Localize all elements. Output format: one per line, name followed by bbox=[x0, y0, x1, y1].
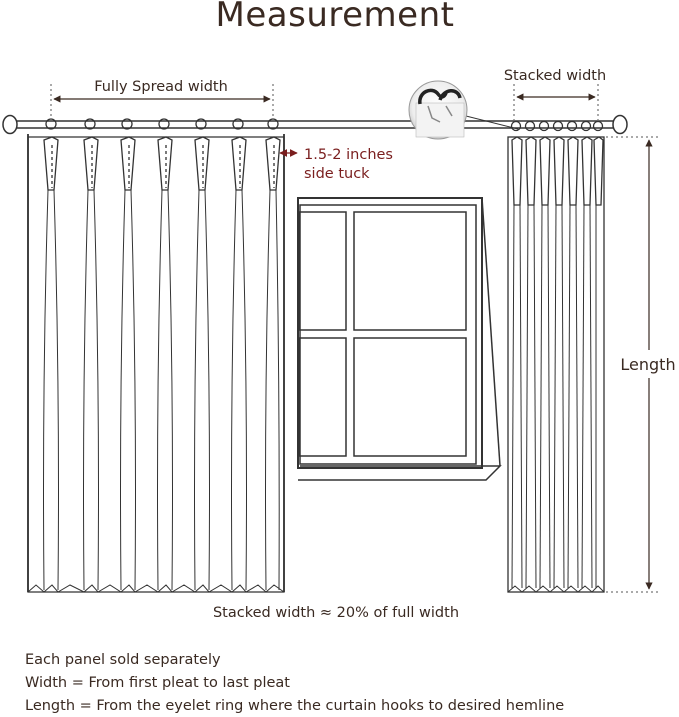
right-curtain-pleats bbox=[511, 136, 604, 206]
note-panel-sold-separately: Each panel sold separately bbox=[25, 652, 221, 668]
note-width-definition: Width = From first pleat to last pleat bbox=[25, 675, 290, 691]
length-dimension bbox=[606, 136, 679, 593]
window bbox=[297, 197, 502, 481]
hook-detail-inset bbox=[408, 80, 519, 140]
fully-spread-width-label: Fully Spread width bbox=[94, 79, 228, 95]
note-length-definition: Length = From the eyelet ring where the … bbox=[25, 698, 565, 714]
right-curtain-folds bbox=[511, 204, 597, 589]
left-curtain-panel bbox=[27, 118, 285, 593]
curtain-rod bbox=[2, 114, 628, 135]
right-curtain-panel bbox=[507, 120, 605, 593]
side-tuck-label-line2: side tuck bbox=[304, 166, 370, 182]
page-title: Measurement bbox=[216, 0, 455, 35]
stacked-ratio-label: Stacked width ≈ 20% of full width bbox=[213, 605, 459, 621]
length-label: Length bbox=[620, 355, 675, 374]
left-curtain-hooks bbox=[45, 118, 279, 130]
stacked-width-label: Stacked width bbox=[504, 68, 606, 84]
fully-spread-width-dimension bbox=[50, 84, 274, 118]
stacked-width-dimension bbox=[513, 84, 599, 120]
side-tuck-label-line1: 1.5-2 inches bbox=[304, 147, 393, 163]
right-curtain-hooks bbox=[510, 120, 604, 132]
left-curtain-folds bbox=[43, 189, 280, 591]
left-curtain-pleats bbox=[43, 136, 281, 191]
